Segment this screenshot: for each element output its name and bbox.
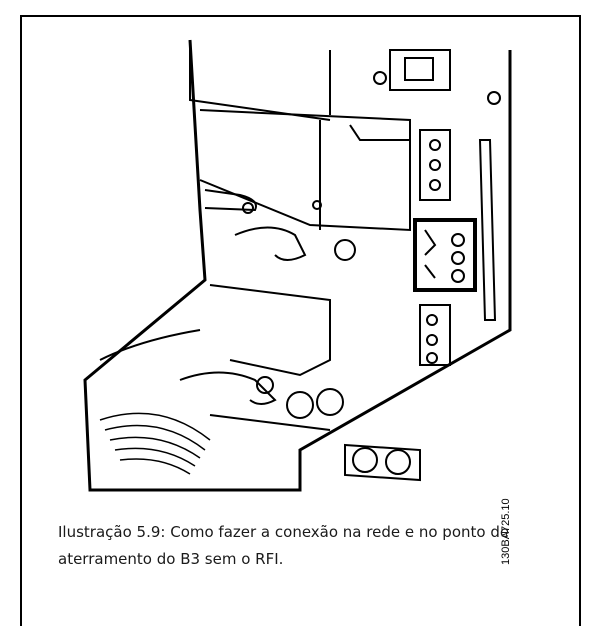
frame-right-border	[579, 15, 581, 626]
frame-top-border	[20, 15, 580, 17]
technical-illustration	[80, 30, 530, 510]
frame-left-border	[20, 15, 22, 626]
figure-caption: Ilustração 5.9: Como fazer a conexão na …	[58, 523, 510, 568]
